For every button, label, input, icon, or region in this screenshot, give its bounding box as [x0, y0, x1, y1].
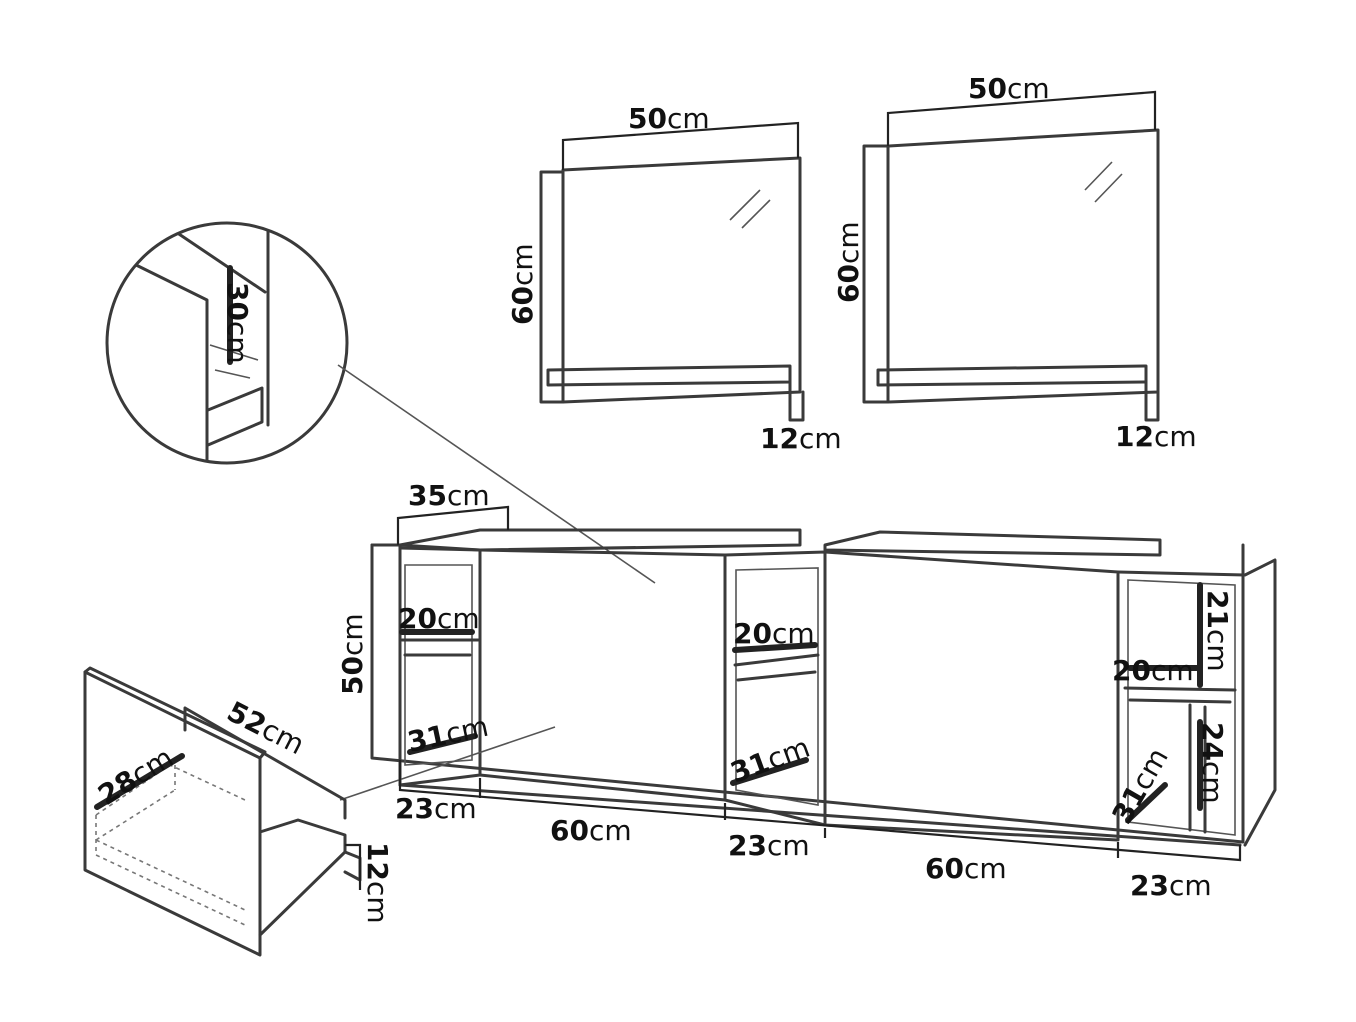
mirror-right: 50cm 60cm 12cm: [832, 72, 1197, 453]
left-section-shelf: [400, 638, 480, 657]
drawer-depth-dim: [94, 753, 185, 810]
cabinet-width-dim: [398, 760, 1242, 862]
detail-inset: 30cm: [105, 221, 656, 584]
inset-circle: [105, 221, 349, 465]
right-top-label: 21cm: [1201, 590, 1234, 672]
drawer-leader-line: [339, 726, 556, 801]
middle-top-dim: [732, 642, 818, 653]
cabinet-side-left: [370, 543, 1245, 844]
mirror-right-shelf: [876, 364, 1148, 387]
mirror-right-shelf-label: 12cm: [1115, 420, 1197, 453]
left-section-frame: [398, 546, 482, 787]
mirror-left: 50cm 60cm 12cm: [506, 102, 842, 455]
drawer-depth-label: 28cm: [92, 741, 179, 812]
cabinet-depth-dim: [396, 505, 510, 545]
mirror-left-glass-frame: [561, 156, 802, 404]
left-bottom-label: 31cm: [405, 710, 492, 759]
mirror-right-shelf-edge: [1144, 380, 1160, 422]
drawer-front-top: [83, 666, 267, 760]
cabinet: 20cm 31cm 20cm 31cm 21cm 20cm 24cm 31cm …: [336, 479, 1277, 902]
mirror-left-glare-icon: [729, 189, 771, 229]
mirror-left-shelf-label: 12cm: [760, 422, 842, 455]
right-lower-label: 24cm: [1196, 722, 1229, 804]
mirror-right-height-label: 60cm: [832, 221, 865, 303]
middle-bottom-label: 31cm: [726, 731, 814, 790]
section-3-label: 23cm: [728, 829, 810, 862]
middle-section-inner: [735, 567, 819, 806]
drawer-height-label: 12cm: [361, 842, 394, 924]
cabinet-height-label: 50cm: [336, 613, 369, 695]
mirror-right-side-panel: [862, 144, 890, 404]
cabinet-front-bottom: [370, 543, 1242, 847]
mirror-right-glare-icon: [1084, 161, 1123, 203]
cabinet-top-left: [398, 528, 802, 552]
section-1-label: 23cm: [395, 792, 477, 825]
mirror-right-glass-frame: [886, 128, 1160, 404]
cabinet-right-end: [1116, 558, 1277, 847]
drawer-front-panel: [83, 670, 262, 957]
drawer-box-front: [258, 818, 347, 937]
drawer-handle-edge: [343, 850, 362, 882]
inset-drawer-box: [206, 386, 264, 447]
door-right: [823, 550, 1120, 842]
cabinet-top-right: [823, 530, 1162, 557]
mirror-left-width-label: 50cm: [628, 102, 710, 135]
mirror-left-side-panel: [539, 170, 565, 404]
inset-drawer-front: [128, 260, 209, 462]
drawer: 52cm 28cm 12cm: [83, 666, 394, 957]
section-5-label: 23cm: [1130, 869, 1212, 902]
mirror-right-width-label: 50cm: [968, 72, 1050, 105]
middle-bottom-dim: [730, 757, 809, 786]
mirror-right-width-dim: [886, 90, 1157, 146]
drawer-side: [183, 706, 347, 820]
left-section-inner: [404, 564, 473, 766]
left-bottom-dim: [407, 733, 478, 755]
inset-height-label: 30cm: [221, 282, 254, 364]
cabinet-depth-label: 35cm: [408, 479, 490, 512]
mirror-left-width-dim: [561, 121, 800, 170]
right-section-shelf: [1123, 686, 1237, 704]
inset-top-edge: [168, 226, 267, 294]
drawer-height-dim: [345, 843, 362, 890]
mirror-left-shelf: [546, 364, 792, 387]
middle-section-frame: [723, 550, 827, 827]
cabinet-section-ticks: [478, 778, 1120, 858]
right-section-divider: [1188, 703, 1207, 834]
section-4-label: 60cm: [925, 852, 1007, 885]
middle-section-shelf: [733, 653, 820, 682]
middle-top-label: 20cm: [733, 617, 815, 650]
right-shelf-label: 20cm: [1112, 654, 1194, 687]
mirror-left-shelf-edge: [788, 380, 805, 422]
left-top-label: 20cm: [398, 602, 480, 635]
right-bottom-dim: [1125, 782, 1168, 823]
inset-inner-lines: [209, 344, 259, 379]
section-2-label: 60cm: [550, 814, 632, 847]
mirror-left-height-label: 60cm: [506, 243, 539, 325]
door-left: [478, 548, 727, 802]
